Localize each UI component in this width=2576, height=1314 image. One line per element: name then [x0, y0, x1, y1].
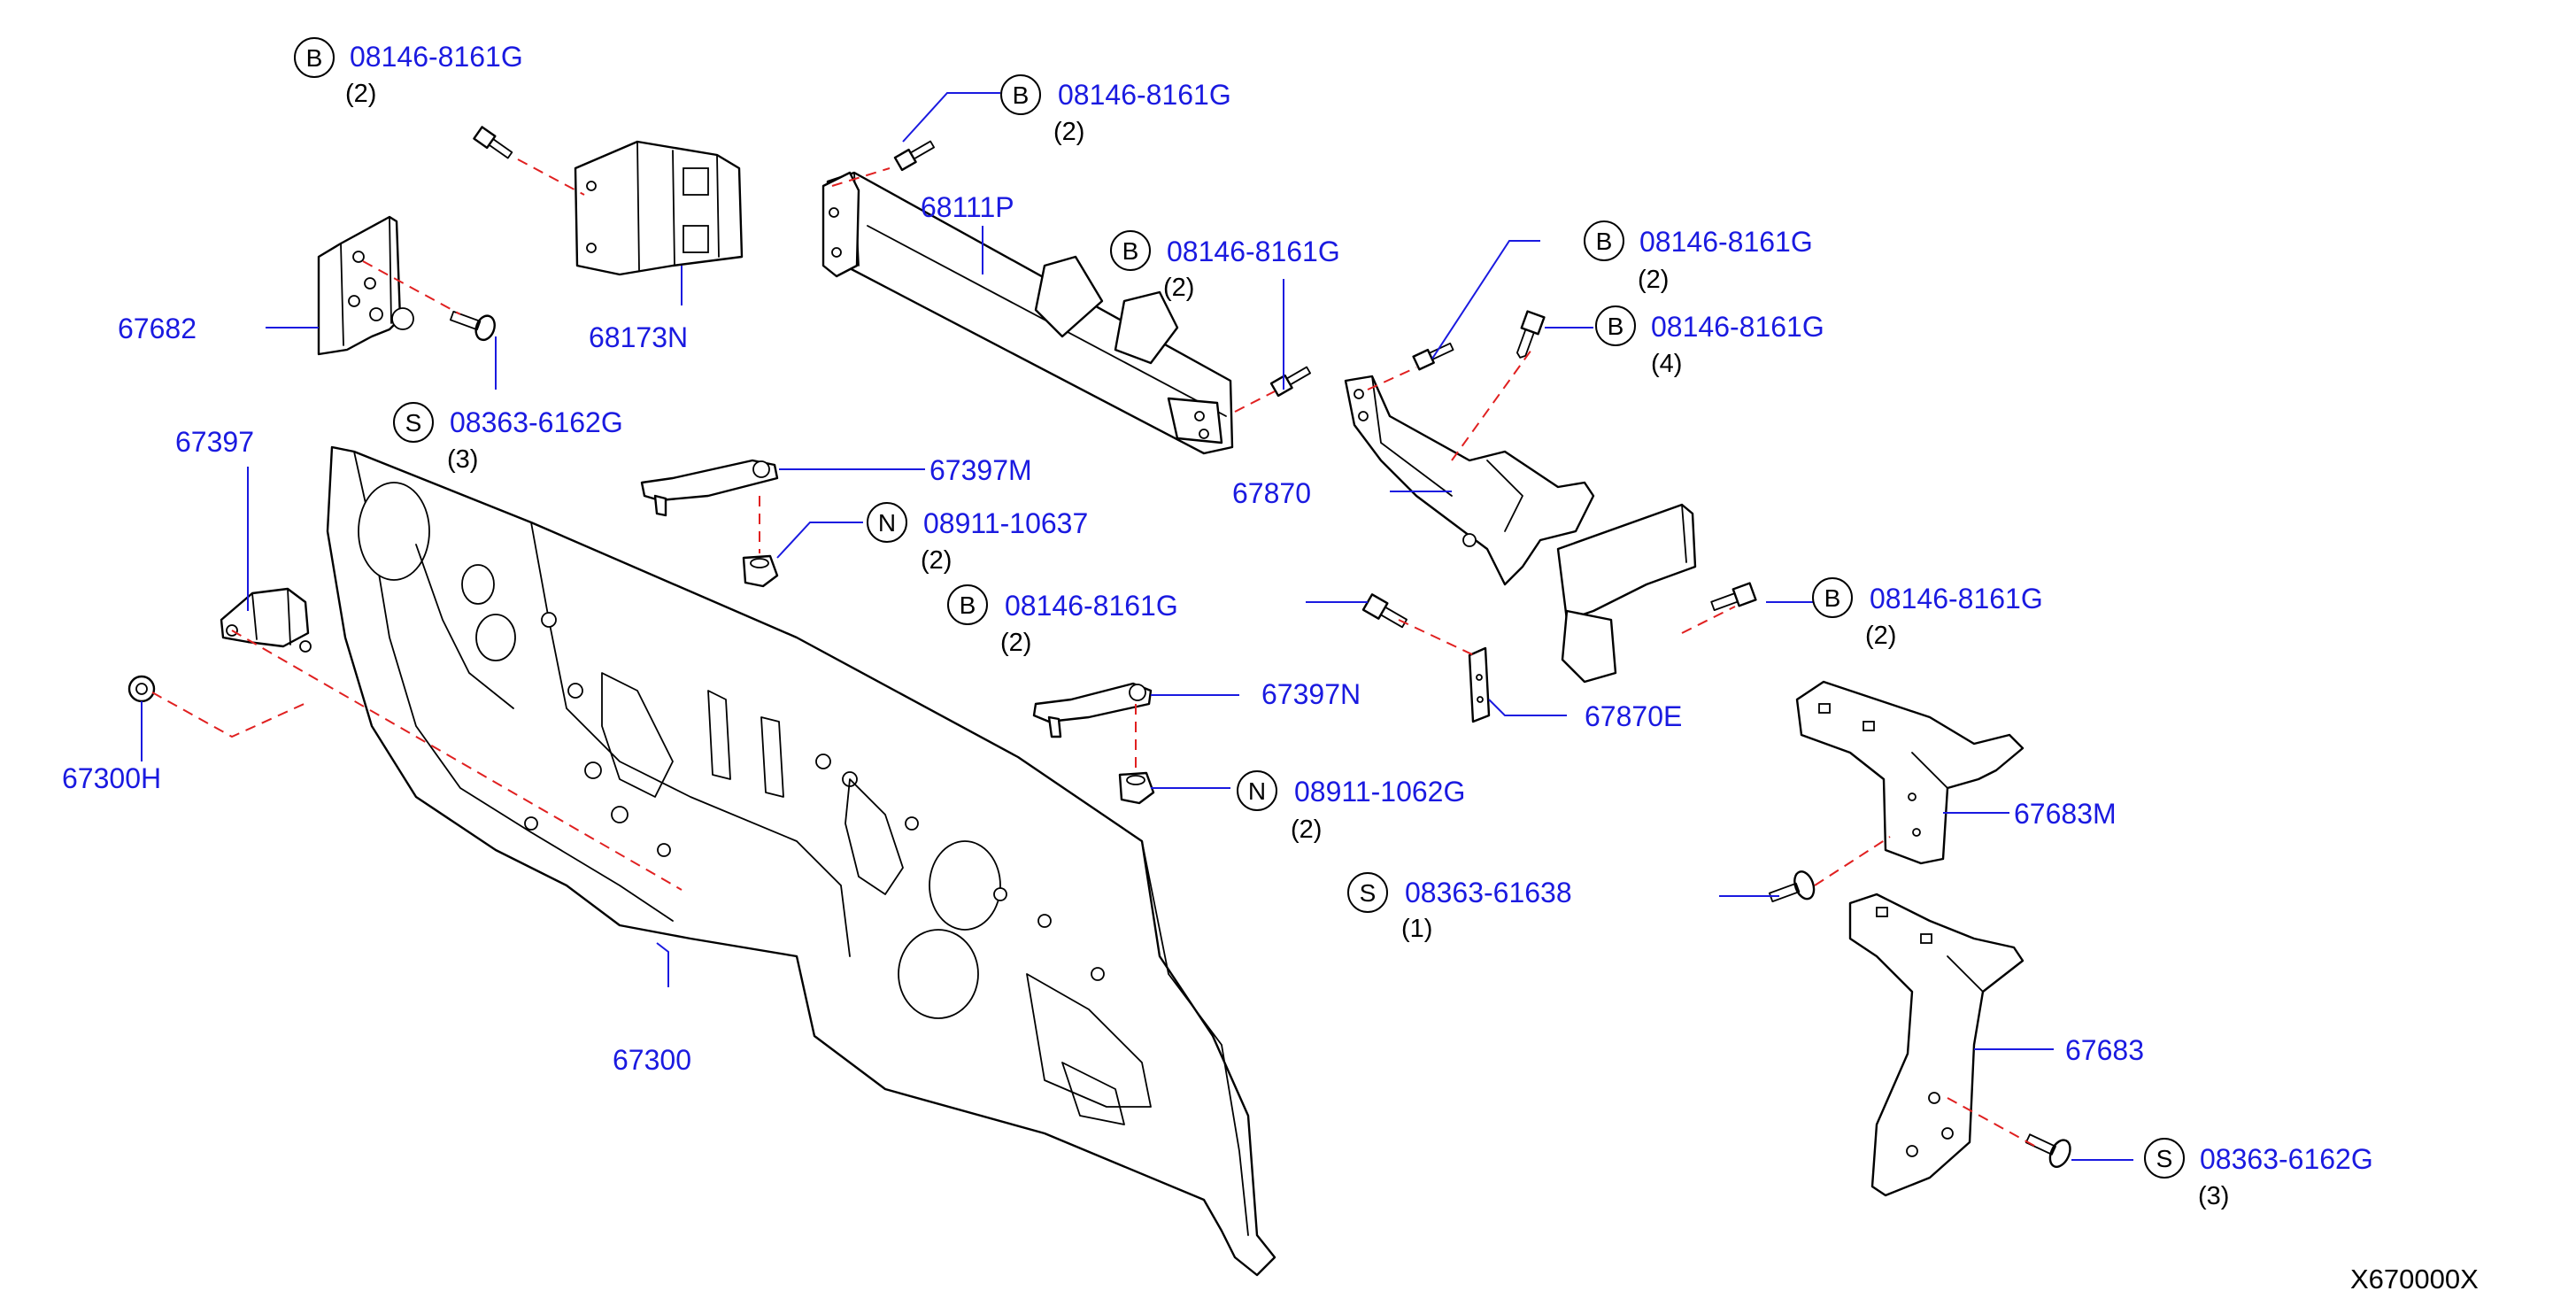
bracket-67683-drawing	[1848, 893, 2025, 1197]
bolt-badge-circle	[947, 584, 988, 625]
nut-badge-letter: N	[878, 509, 896, 537]
part-label-nut-1[interactable]: 08911-10637	[923, 507, 1088, 539]
nut-badge-circle	[1237, 770, 1277, 811]
nut-badge-circle	[867, 502, 907, 543]
screw-badge-letter: S	[2156, 1145, 2173, 1172]
leader-lines	[141, 92, 2133, 1161]
part-label-bolt-3[interactable]: 08146-8161G	[1167, 236, 1340, 267]
screw-badge-letter: S	[405, 409, 422, 437]
qty-bolt-7: (2)	[1865, 622, 1896, 650]
bolt-badge-circle	[294, 37, 335, 78]
bolt-badge-letter: B	[1824, 584, 1841, 612]
part-label-bolt-4[interactable]: 08146-8161G	[1639, 226, 1813, 258]
part-label-67683[interactable]: 67683	[2065, 1034, 2144, 1066]
bracket-67870-drawing	[1344, 375, 1697, 684]
qty-bolt-2: (2)	[1053, 118, 1084, 146]
bracket-68173n-drawing	[574, 140, 744, 276]
bracket-67683m-drawing	[1795, 680, 2025, 865]
diagram-reference-code: X670000X	[2350, 1264, 2479, 1295]
part-label-67870[interactable]: 67870	[1232, 477, 1311, 509]
fastener-drawings	[127, 126, 2071, 1168]
bracket-67870e-drawing	[1468, 646, 1491, 723]
dash-panel-67300-drawing	[326, 445, 1276, 1277]
part-label-bolt-6[interactable]: 08146-8161G	[1005, 590, 1178, 622]
bracket-67397m-drawing	[640, 459, 779, 517]
cross-member-68111p-drawing	[821, 171, 1234, 455]
screw-icon	[1768, 870, 1816, 903]
bolt-badge-circle	[1584, 220, 1624, 261]
screw-badge-circle	[2144, 1138, 2185, 1179]
bolt-badge-letter: B	[1013, 81, 1030, 109]
bolt-icon	[893, 140, 936, 172]
qty-bolt-1: (2)	[345, 80, 376, 108]
screw-badge-circle	[1347, 872, 1388, 913]
part-label-67870e[interactable]: 67870E	[1585, 700, 1682, 732]
bolt-badge-circle	[1000, 74, 1041, 115]
part-label-screw-3[interactable]: 08363-6162G	[2200, 1143, 2373, 1175]
part-label-screw-1[interactable]: 08363-6162G	[450, 406, 623, 438]
bolt-badge-circle	[1110, 230, 1151, 271]
bolt-badge-circle	[1595, 305, 1636, 346]
nut-icon	[1118, 771, 1155, 805]
part-label-bolt-7[interactable]: 08146-8161G	[1870, 583, 2043, 614]
part-label-67683m[interactable]: 67683M	[2014, 798, 2117, 830]
bolt-icon	[1361, 593, 1408, 629]
part-label-67397[interactable]: 67397	[175, 426, 254, 458]
part-label-67397m[interactable]: 67397M	[929, 454, 1032, 486]
bolt-icon	[1269, 366, 1312, 398]
bolt-badge-letter: B	[1122, 237, 1139, 265]
part-label-68111p[interactable]: 68111P	[921, 191, 1014, 223]
screw-icon	[2025, 1133, 2071, 1168]
part-label-67300h[interactable]: 67300H	[62, 762, 161, 794]
screw-icon	[449, 310, 496, 342]
part-label-bolt-5[interactable]: 08146-8161G	[1651, 311, 1824, 343]
bracket-67682-drawing	[317, 215, 414, 356]
qty-screw-3: (3)	[2198, 1182, 2229, 1210]
screw-badge-circle	[393, 402, 434, 443]
bolt-badge-letter: B	[306, 44, 323, 72]
qty-nut-2: (2)	[1291, 815, 1322, 844]
bolt-icon	[1710, 582, 1757, 612]
qty-bolt-5: (4)	[1651, 350, 1682, 378]
grommet-icon	[127, 675, 156, 703]
part-label-67682[interactable]: 67682	[118, 313, 197, 344]
bracket-67397n-drawing	[1032, 682, 1153, 738]
qty-screw-1: (3)	[447, 445, 478, 474]
qty-bolt-4: (2)	[1638, 266, 1669, 294]
qty-nut-1: (2)	[921, 546, 952, 575]
bolt-badge-letter: B	[1596, 228, 1613, 255]
bolt-badge-letter: B	[960, 591, 976, 619]
screw-badge-letter: S	[1360, 879, 1377, 907]
bolt-icon	[1516, 310, 1546, 359]
bolt-badge-circle	[1812, 577, 1853, 618]
bolt-badge-letter: B	[1608, 313, 1624, 340]
dashed-connectors	[151, 158, 2037, 1148]
part-label-screw-2[interactable]: 08363-61638	[1405, 877, 1572, 908]
nut-badge-letter: N	[1248, 777, 1266, 805]
qty-screw-2: (1)	[1401, 915, 1432, 943]
part-label-bolt-1[interactable]: 08146-8161G	[350, 41, 523, 73]
qty-bolt-3: (2)	[1163, 274, 1194, 302]
nut-icon	[742, 554, 779, 588]
bolt-icon	[473, 126, 513, 159]
part-label-68173n[interactable]: 68173N	[589, 321, 688, 353]
qty-bolt-6: (2)	[1000, 629, 1031, 657]
part-label-bolt-2[interactable]: 08146-8161G	[1058, 79, 1231, 111]
part-label-67397n[interactable]: 67397N	[1261, 678, 1361, 710]
bracket-67397-drawing	[220, 587, 312, 653]
part-label-67300[interactable]: 67300	[613, 1044, 691, 1076]
part-label-nut-2[interactable]: 08911-1062G	[1294, 776, 1465, 808]
